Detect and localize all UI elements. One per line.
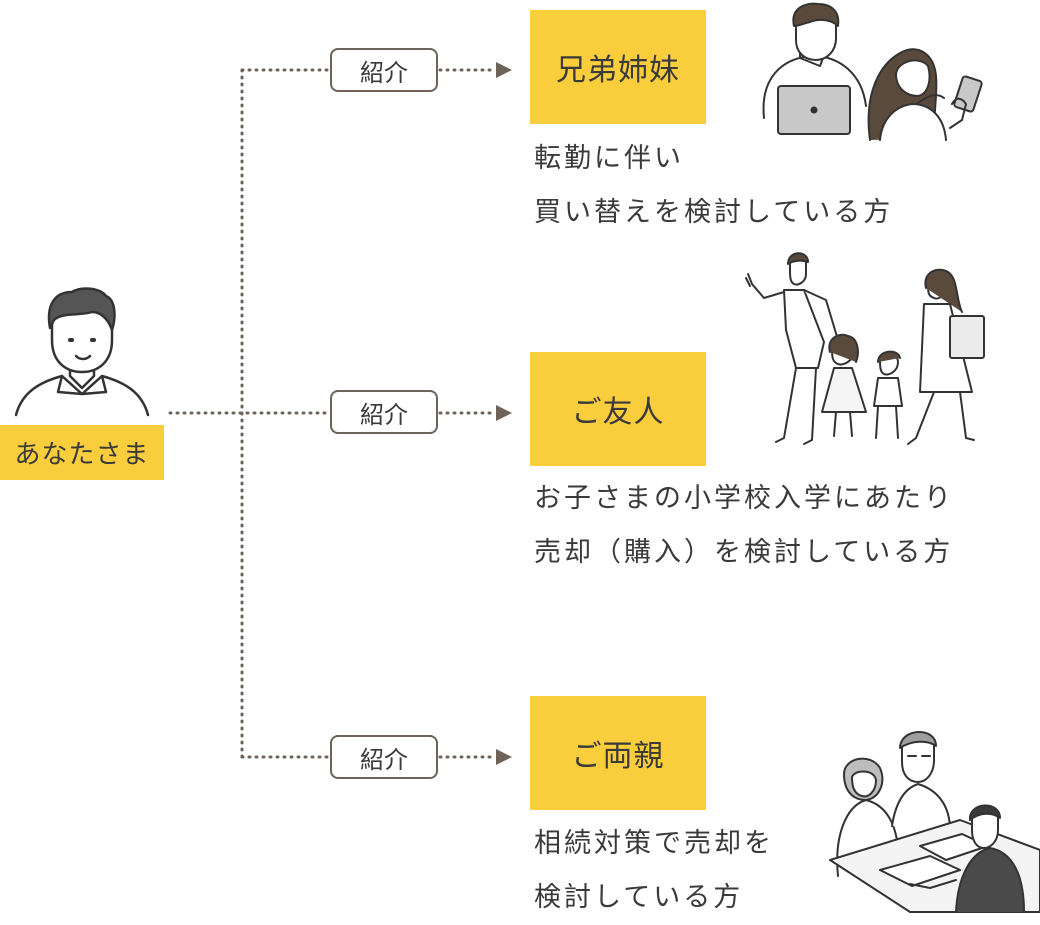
arrow-head-1 xyxy=(496,62,512,78)
desc-line: 買い替えを検討している方 xyxy=(534,197,894,228)
desc-line: 相続対策で売却を xyxy=(534,828,774,859)
target-parents: ご両親 xyxy=(530,696,706,810)
desc-friends: お子さまの小学校入学にあたり 売却（購入）を検討している方 xyxy=(534,472,954,580)
arrow-head-2 xyxy=(496,405,512,421)
arrow-head-3 xyxy=(496,749,512,765)
desc-siblings: 転勤に伴い 買い替えを検討している方 xyxy=(534,132,893,240)
target-friends: ご友人 xyxy=(530,352,706,466)
you-label: あなたさま xyxy=(0,425,164,480)
connector-label-1: 紹介 xyxy=(330,48,438,92)
desc-line: 検討している方 xyxy=(534,882,744,913)
connector-label-3: 紹介 xyxy=(330,735,438,779)
desc-parents: 相続対策で売却を 検討している方 xyxy=(534,817,774,925)
desc-line: お子さまの小学校入学にあたり xyxy=(534,483,954,514)
desc-line: 売却（購入）を検討している方 xyxy=(534,537,954,568)
target-siblings: 兄弟姉妹 xyxy=(530,10,706,124)
connector-label-2: 紹介 xyxy=(330,390,438,434)
desc-line: 転勤に伴い xyxy=(534,143,684,174)
